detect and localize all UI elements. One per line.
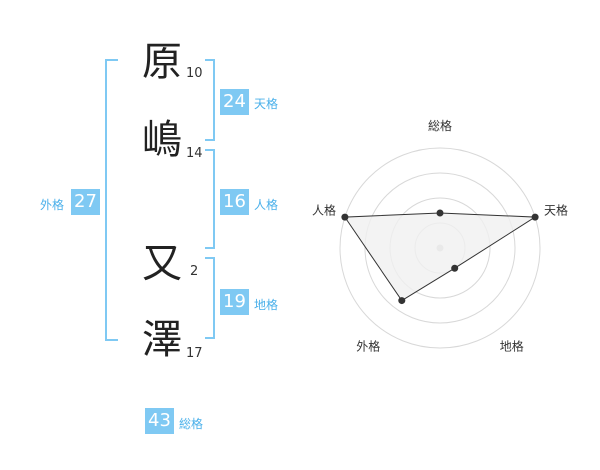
radar-point-1 (531, 213, 539, 221)
name-char-3-strokes: 2 (190, 264, 199, 279)
tenkaku-label: 天格 (254, 97, 279, 111)
radar-point-2 (451, 264, 459, 272)
radar-point-0 (436, 209, 444, 217)
name-char-4: 澤 (142, 317, 182, 363)
name-char-2: 嶋 (142, 117, 182, 163)
tenkaku-value: 24 (220, 89, 249, 115)
soukaku-label: 総格 (179, 417, 204, 431)
radar-axis-label-4: 人格 (312, 202, 336, 217)
radar-point-4 (341, 213, 349, 221)
radar-point-3 (398, 297, 406, 305)
chikaku-bracket (205, 257, 215, 339)
gaikaku-value: 27 (71, 189, 100, 215)
radar-ring-4 (339, 147, 541, 349)
radar-ring-3 (364, 172, 516, 324)
jinkaku-label: 人格 (254, 198, 279, 212)
radar-axis-label-0: 総格 (428, 118, 452, 133)
name-char-2-strokes: 14 (186, 146, 203, 161)
jinkaku-bracket (205, 149, 215, 249)
jinkaku-value: 16 (220, 189, 249, 215)
name-char-1: 原 (142, 39, 182, 85)
radar-polygon (343, 212, 537, 302)
radar-axis-label-2: 地格 (500, 339, 524, 354)
radar-axis-label-1: 天格 (544, 202, 568, 217)
gaikaku-bracket (105, 59, 118, 341)
radar-axis-label-3: 外格 (356, 339, 380, 354)
gaikaku-label: 外格 (40, 198, 65, 212)
chikaku-label: 地格 (254, 298, 279, 312)
name-char-4-strokes: 17 (186, 346, 203, 361)
tenkaku-bracket (205, 59, 215, 141)
name-char-1-strokes: 10 (186, 66, 203, 81)
name-char-3: 又 (142, 241, 182, 287)
chikaku-value: 19 (220, 289, 249, 315)
soukaku-value: 43 (145, 408, 174, 434)
